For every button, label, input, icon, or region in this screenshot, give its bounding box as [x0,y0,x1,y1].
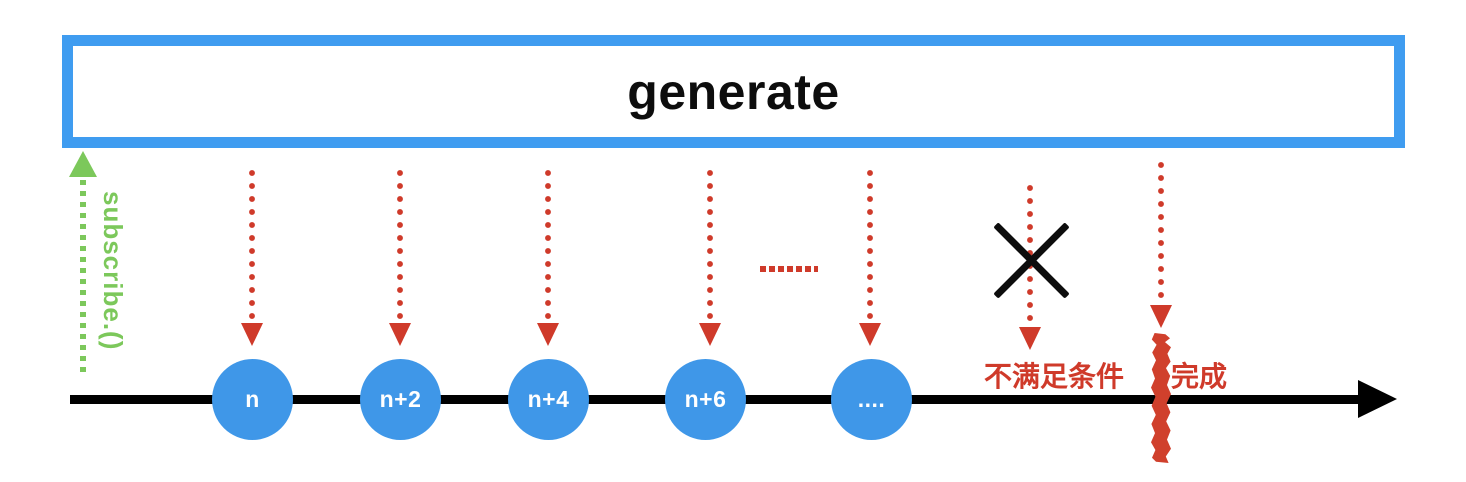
dotted-line [1158,162,1164,305]
marble-label: n+6 [684,386,727,412]
marble-label: n [245,386,260,412]
arrow-down-icon [699,323,721,346]
complete-bar [1151,333,1171,463]
arrow-down-icon [1150,305,1172,328]
subscribe-label: subscribe.() [98,191,128,351]
arrow-up-icon [69,151,97,177]
arrow-down-icon [241,323,263,346]
arrow-down-icon [389,323,411,346]
timeline-arrowhead-icon [1358,380,1397,418]
arrow-down-icon [859,323,881,346]
event-marble: n [212,359,293,440]
arrow-down-icon [1019,327,1041,350]
dotted-line [249,170,255,325]
dotted-line [397,170,403,325]
marble-label: n+4 [527,386,570,412]
arrow-down-icon [537,323,559,346]
dotted-line [545,170,551,325]
operator-box: generate [62,35,1405,148]
dotted-line [867,170,873,325]
subscribe-dotted-line [80,180,86,378]
marble-label: n+2 [379,386,422,412]
event-marble: .... [831,359,912,440]
x-mark-icon [993,222,1070,299]
marble-label: .... [857,386,886,412]
condition-fail-label: 不满足条件 [984,361,1125,392]
event-marble: n+6 [665,359,746,440]
event-marble: n+2 [360,359,441,440]
operator-label: generate [627,63,840,120]
complete-label: 完成 [1171,361,1228,392]
ellipsis-dashes [760,266,818,272]
dotted-line [707,170,713,325]
event-marble: n+4 [508,359,589,440]
